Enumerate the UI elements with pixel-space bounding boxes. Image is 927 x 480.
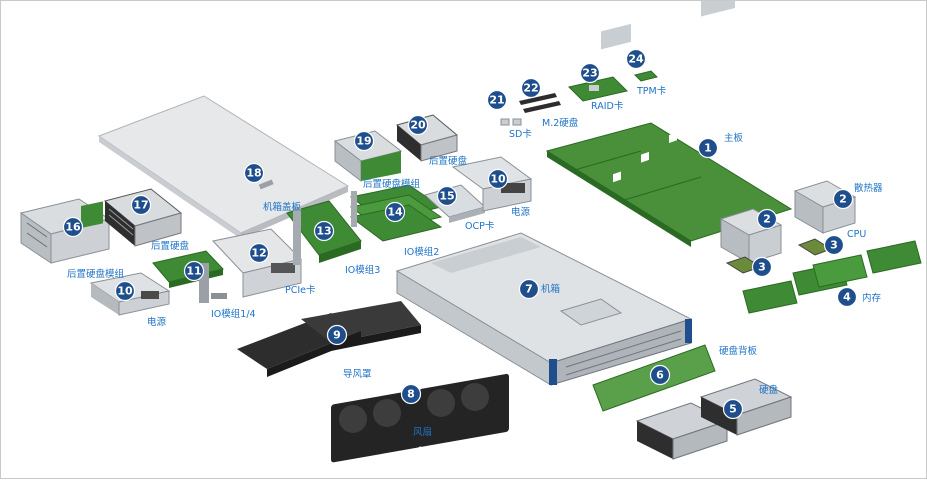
- label-chassis-cover: 机箱盖板: [263, 201, 302, 213]
- callout-9: 9: [326, 324, 348, 346]
- mainboard: [545, 1, 793, 247]
- label-io-module-3: IO模组3: [345, 264, 380, 276]
- label-sd-card: SD卡: [509, 128, 532, 140]
- svg-text:6: 6: [656, 369, 664, 382]
- callout-19: 19: [353, 130, 375, 152]
- label-psu-top: 电源: [511, 206, 531, 218]
- callout-6: 6: [649, 364, 671, 386]
- label-mainboard: 主板: [724, 132, 744, 144]
- label-heatsink: 散热器: [854, 182, 883, 194]
- label-io-module-1-4: IO模组1/4: [211, 308, 256, 320]
- callout-20: 20: [407, 114, 429, 136]
- callout-17: 17: [130, 194, 152, 216]
- callout-1: 1: [697, 137, 719, 159]
- svg-text:9: 9: [333, 329, 341, 342]
- svg-text:23: 23: [582, 67, 597, 80]
- svg-text:10: 10: [117, 285, 133, 298]
- callout-18: 18: [243, 162, 265, 184]
- callout-2a: 2: [756, 208, 778, 230]
- svg-text:12: 12: [251, 247, 266, 260]
- callout-21: 21: [486, 89, 508, 111]
- svg-text:7: 7: [525, 283, 533, 296]
- svg-text:11: 11: [186, 265, 201, 278]
- svg-text:2: 2: [839, 193, 847, 206]
- svg-text:22: 22: [523, 82, 538, 95]
- callout-8: 8: [400, 383, 422, 405]
- tpm-card: [634, 70, 658, 82]
- callout-12: 12: [248, 242, 270, 264]
- svg-text:19: 19: [356, 135, 371, 148]
- label-raid-card: RAID卡: [591, 100, 624, 112]
- label-drive: 硬盘: [759, 384, 779, 396]
- svg-text:3: 3: [830, 239, 838, 252]
- memory-modules: [742, 240, 922, 314]
- svg-text:4: 4: [843, 291, 851, 304]
- label-io-module-2: IO模组2: [404, 246, 439, 258]
- svg-text:1: 1: [704, 142, 712, 155]
- label-tpm-card: TPM卡: [636, 85, 667, 97]
- callout-10b: 10: [487, 168, 509, 190]
- svg-text:8: 8: [407, 388, 415, 401]
- callout-11: 11: [183, 260, 205, 282]
- callout-7: 7: [518, 278, 540, 300]
- callout-3b: 3: [823, 234, 845, 256]
- callout-13: 13: [313, 220, 335, 242]
- raid-card: [568, 76, 628, 102]
- svg-text:24: 24: [628, 53, 644, 66]
- label-chassis: 机箱: [541, 283, 560, 295]
- svg-text:5: 5: [729, 403, 737, 416]
- callout-16: 16: [62, 216, 84, 238]
- callout-5: 5: [722, 398, 744, 420]
- svg-text:18: 18: [246, 167, 261, 180]
- rear-drive-module-left: [19, 198, 111, 264]
- label-psu-left: 电源: [147, 316, 167, 328]
- svg-text:10: 10: [490, 173, 506, 186]
- svg-text:20: 20: [410, 119, 426, 132]
- label-cpu: CPU: [847, 229, 866, 240]
- callout-10a: 10: [114, 280, 136, 302]
- label-air-duct: 导风罩: [343, 369, 372, 380]
- m2-drives: [519, 93, 561, 113]
- svg-text:21: 21: [489, 94, 504, 107]
- label-rear-drives-left: 后置硬盘: [151, 240, 190, 252]
- callout-2b: 2: [832, 188, 854, 210]
- sd-card: [500, 118, 522, 126]
- callout-23: 23: [579, 62, 601, 84]
- fans: [331, 373, 509, 463]
- callout-22: 22: [520, 77, 542, 99]
- label-rear-drive-module-top: 后置硬盘模组: [363, 178, 421, 190]
- label-m2-drive: M.2硬盘: [542, 117, 579, 129]
- label-rear-drive-module-left: 后置硬盘模组: [67, 268, 125, 280]
- callout-24: 24: [625, 48, 647, 70]
- svg-text:14: 14: [387, 206, 403, 219]
- label-fans: 风扇: [413, 426, 432, 438]
- callout-14: 14: [384, 201, 406, 223]
- svg-text:15: 15: [439, 190, 454, 203]
- server-chassis: [395, 232, 693, 386]
- callout-15: 15: [436, 185, 458, 207]
- svg-text:13: 13: [316, 225, 331, 238]
- svg-text:2: 2: [763, 213, 771, 226]
- label-rear-drives-top: 后置硬盘: [429, 155, 468, 167]
- svg-text:16: 16: [65, 221, 81, 234]
- svg-text:17: 17: [133, 199, 148, 212]
- label-ocp-card: OCP卡: [465, 220, 495, 232]
- callout-3a: 3: [751, 256, 773, 278]
- svg-text:3: 3: [758, 261, 766, 274]
- label-drive-backplane: 硬盘背板: [719, 345, 758, 357]
- label-memory: 内存: [862, 292, 882, 304]
- callout-4: 4: [836, 286, 858, 308]
- label-pcie-card: PCIe卡: [285, 284, 316, 296]
